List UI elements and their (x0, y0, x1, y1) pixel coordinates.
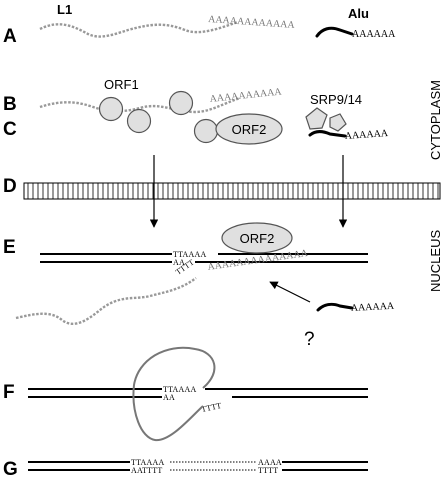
alu-hijack-arrow (269, 281, 311, 303)
l1-rna-loop (132, 346, 216, 442)
step-label-g: G (3, 459, 18, 479)
alu-polya-tail-nucleus: AAAAAA (351, 301, 396, 314)
cytoplasm-label: CYTOPLASM (428, 80, 443, 160)
alu-polya-tail: AAAAAA (352, 29, 396, 40)
step-label-e: E (3, 237, 16, 258)
seq-e-bottom: AA (173, 258, 185, 267)
orf1-label: ORF1 (104, 77, 139, 92)
step-label-b: B (3, 94, 17, 115)
l1-rna-strand (39, 20, 239, 38)
l1-rna-strand-nucleus (15, 277, 197, 325)
seq-g-right-top: AAAA (258, 458, 282, 467)
orf2-label: ORF2 (232, 122, 267, 137)
alu-rna-strand (315, 26, 354, 38)
step-label-f: F (3, 382, 15, 403)
l1-label: L1 (57, 2, 72, 17)
orf1-protein (126, 108, 152, 134)
step-label-a: A (3, 26, 17, 47)
alu-rna-strand-rnp (308, 130, 347, 138)
seq-g-left-bottom: AATTTT (131, 466, 162, 475)
srp-label: SRP9/14 (310, 92, 362, 107)
srp14-protein (329, 113, 347, 132)
orf1-protein (98, 96, 124, 122)
l1-rna-strand-rnp (39, 96, 241, 114)
alu-polya-tail-rnp: AAAAAA (344, 128, 389, 142)
alu-label: Alu (348, 6, 369, 21)
orf1-protein (193, 118, 219, 144)
step-label-d: D (3, 176, 17, 197)
seq-f-bottom: AA (163, 393, 175, 402)
l1-polya-tail-rnp: AAAAAAAAAA (209, 86, 283, 105)
step-label-c: C (3, 119, 17, 140)
orf1-protein (168, 90, 194, 116)
nucleus-label: NUCLEUS (428, 230, 443, 292)
question-mark: ? (304, 329, 315, 350)
seq-g-right-bottom: TTTT (258, 466, 278, 475)
nuclear-membrane-pores (27, 183, 439, 199)
orf2-protein-nucleus (221, 222, 293, 254)
seq-e-top: TTAAAA (173, 250, 206, 259)
orf2-protein (215, 113, 283, 145)
seq-g-left-top: TTAAAA (131, 458, 164, 467)
alu-rna-strand-nucleus (316, 302, 354, 312)
seq-f-lower: TTTT (201, 401, 223, 414)
orf2-label-nucleus: ORF2 (240, 231, 275, 246)
srp9-protein (305, 107, 328, 130)
seq-f-top: TTAAAA (163, 385, 196, 394)
